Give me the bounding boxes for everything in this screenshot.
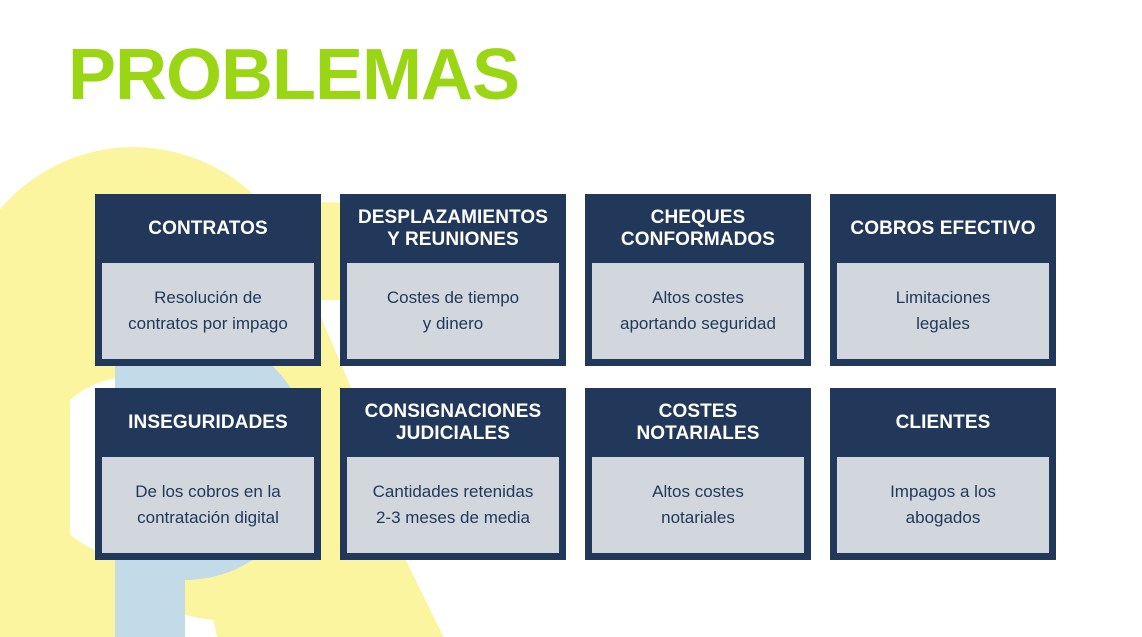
card-costes-notariales[interactable]: COSTES NOTARIALES Altos costes notariale…: [585, 388, 811, 560]
card-body: Limitaciones legales: [837, 263, 1049, 359]
card-contratos[interactable]: CONTRATOS Resolución de contratos por im…: [95, 194, 321, 366]
card-body-line-2: aportando seguridad: [620, 314, 776, 333]
card-body: Cantidades retenidas 2-3 meses de media: [347, 457, 559, 553]
card-header-line-1: COSTES: [658, 400, 738, 422]
card-body-line-2: legales: [916, 314, 970, 333]
card-header: CLIENTES: [831, 389, 1055, 457]
card-body: De los cobros en la contratación digital: [102, 457, 314, 553]
card-body: Resolución de contratos por impago: [102, 263, 314, 359]
card-body-line-1: Impagos a los: [890, 481, 996, 501]
card-body: Impagos a los abogados: [837, 457, 1049, 553]
card-inseguridades[interactable]: INSEGURIDADES De los cobros en la contra…: [95, 388, 321, 560]
card-body-line-1: Resolución de: [154, 287, 262, 307]
card-body-line-2: abogados: [905, 508, 981, 527]
card-body-line-1: Limitaciones: [895, 287, 991, 307]
card-body: Altos costes aportando seguridad: [592, 263, 804, 359]
card-header: COBROS EFECTIVO: [831, 195, 1055, 263]
card-body: Costes de tiempo y dinero: [347, 263, 559, 359]
card-header: CONTRATOS: [96, 195, 320, 263]
card-header: CHEQUES CONFORMADOS: [586, 195, 810, 263]
card-body-line-1: De los cobros en la: [135, 481, 281, 501]
card-body-line-2: 2-3 meses de media: [375, 508, 530, 527]
card-header-line-1: DESPLAZAMIENTOS: [357, 206, 549, 228]
card-header-line-2: NOTARIALES: [636, 423, 760, 444]
problem-card-grid: CONTRATOS Resolución de contratos por im…: [95, 194, 1057, 560]
card-header-line: COBROS EFECTIVO: [850, 217, 1036, 239]
page-title: PROBLEMAS: [68, 35, 520, 115]
card-header-line-1: CONSIGNACIONES: [364, 400, 542, 422]
card-header-line-1: CHEQUES: [650, 206, 746, 228]
card-body-line-1: Altos costes: [652, 287, 744, 307]
card-header-line: CLIENTES: [895, 411, 991, 433]
card-header-line-2: JUDICIALES: [396, 423, 510, 444]
card-body-line-1: Altos costes: [652, 481, 744, 501]
card-cheques-conformados[interactable]: CHEQUES CONFORMADOS Altos costes aportan…: [585, 194, 811, 366]
card-header: DESPLAZAMIENTOS Y REUNIONES: [341, 195, 565, 263]
card-body-line-2: contratos por impago: [128, 314, 288, 333]
card-body: Altos costes notariales: [592, 457, 804, 553]
card-body-line-2: notariales: [661, 508, 735, 527]
card-clientes[interactable]: CLIENTES Impagos a los abogados: [830, 388, 1056, 560]
card-header: COSTES NOTARIALES: [586, 389, 810, 457]
card-cobros-efectivo[interactable]: COBROS EFECTIVO Limitaciones legales: [830, 194, 1056, 366]
card-header: INSEGURIDADES: [96, 389, 320, 457]
card-consignaciones-judiciales[interactable]: CONSIGNACIONES JUDICIALES Cantidades ret…: [340, 388, 566, 560]
card-header-line-2: CONFORMADOS: [620, 229, 776, 250]
card-desplazamientos-y-reuniones[interactable]: DESPLAZAMIENTOS Y REUNIONES Costes de ti…: [340, 194, 566, 366]
card-body-line-1: Cantidades retenidas: [372, 481, 534, 501]
card-header-line: INSEGURIDADES: [128, 411, 288, 433]
card-header-line: CONTRATOS: [148, 217, 268, 239]
card-body-line-2: contratación digital: [137, 508, 279, 527]
card-header-line-2: Y REUNIONES: [387, 229, 519, 250]
card-body-line-1: Costes de tiempo: [386, 287, 520, 307]
card-body-line-2: y dinero: [422, 314, 484, 333]
card-header: CONSIGNACIONES JUDICIALES: [341, 389, 565, 457]
